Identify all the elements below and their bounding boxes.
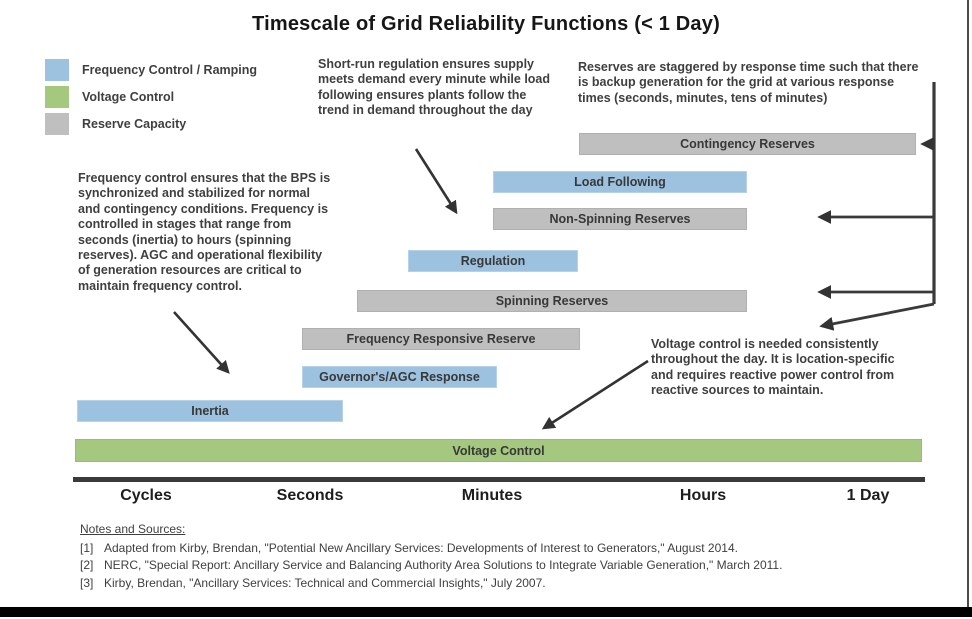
note-text: NERC, "Special Report: Ancillary Service… [104, 558, 783, 573]
frequency-control-annotation: Frequency control ensures that the BPS i… [78, 171, 331, 293]
reserves-staggered-annotation: Reserves are staggered by response time … [578, 60, 919, 105]
axis-label-1day: 1 Day [846, 487, 890, 504]
reserve-capacity-color-swatch [45, 112, 69, 135]
frequency-control-color-swatch [45, 58, 69, 81]
legend-item-frequency: Frequency Control / Ramping [45, 58, 257, 81]
bar-regulation: Regulation [408, 250, 578, 272]
note-item: [3] Kirby, Brendan, "Ancillary Services:… [80, 576, 940, 590]
bar-frequency-responsive-reserve: Frequency Responsive Reserve [302, 328, 580, 350]
note-item: [1] Adapted from Kirby, Brendan, "Potent… [80, 541, 940, 555]
notes-and-sources: Notes and Sources: [1] Adapted from Kirb… [80, 522, 940, 593]
axis-label-seconds: Seconds [276, 487, 344, 504]
axis-label-hours: Hours [679, 487, 727, 504]
axis-label-minutes: Minutes [461, 487, 523, 504]
voltage-control-color-swatch [45, 85, 69, 108]
bar-load-following: Load Following [493, 171, 747, 193]
axis-label-cycles: Cycles [120, 487, 172, 504]
short-run-regulation-annotation: Short-run regulation ensures supply meet… [318, 57, 551, 118]
legend-label: Voltage Control [82, 89, 175, 104]
legend: Frequency Control / Ramping Voltage Cont… [45, 58, 257, 139]
arrow-bracket-to-freqresponsive [819, 302, 935, 331]
bottom-black-bar [0, 607, 972, 617]
timescale-axis [73, 477, 925, 482]
bar-voltage-control: Voltage Control [75, 439, 922, 462]
bar-spinning-reserves: Spinning Reserves [357, 290, 747, 312]
voltage-control-annotation: Voltage control is needed consistently t… [651, 337, 895, 398]
page-right-border [967, 0, 969, 607]
note-ref: [1] [80, 541, 94, 555]
legend-label: Frequency Control / Ramping [82, 62, 258, 77]
notes-heading: Notes and Sources: [80, 522, 186, 536]
arrow-frequency-text-to-bars [173, 311, 230, 374]
bar-non-spinning-reserves: Non-Spinning Reserves [493, 208, 747, 230]
note-item: [2] NERC, "Special Report: Ancillary Ser… [80, 558, 940, 572]
bar-governors-agc-response: Governor's/AGC Response [302, 366, 497, 388]
note-ref: [3] [80, 575, 94, 590]
note-text: Adapted from Kirby, Brendan, "Potential … [104, 541, 738, 555]
arrow-shortrun-to-regulation [414, 148, 458, 215]
legend-item-reserve: Reserve Capacity [45, 112, 257, 135]
arrow-voltage-text-to-bar [541, 359, 649, 430]
legend-label: Reserve Capacity [82, 116, 187, 131]
note-text: Kirby, Brendan, "Ancillary Services: Tec… [104, 575, 546, 590]
bar-inertia: Inertia [77, 400, 343, 422]
note-ref: [2] [80, 558, 94, 573]
bar-contingency-reserves: Contingency Reserves [579, 133, 916, 155]
legend-item-voltage: Voltage Control [45, 85, 257, 108]
page-title: Timescale of Grid Reliability Functions … [252, 13, 720, 35]
